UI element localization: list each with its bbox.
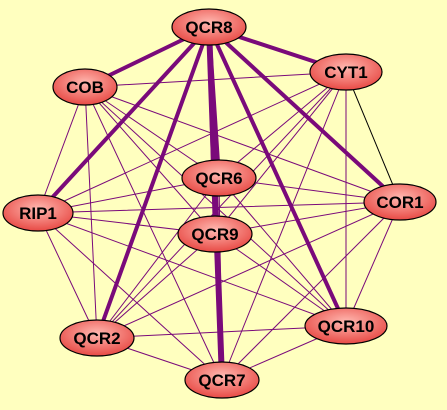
node-qcr8[interactable]: QCR8 (171, 8, 247, 46)
node-label: QCR10 (318, 317, 375, 336)
edge-qcr8-rip1 (36, 25, 211, 215)
node-ellipse (184, 361, 260, 399)
node-label: RIP1 (19, 204, 57, 223)
node-ellipse (304, 307, 388, 345)
edge-rip1-cor1 (37, 201, 401, 214)
edge-qcr9-qcr7 (214, 233, 223, 381)
edge-cob-qcr10 (84, 86, 347, 327)
edge-rip1-qcr7 (37, 212, 223, 381)
node-label: CYT1 (324, 63, 367, 82)
node-label: QCR9 (191, 225, 238, 244)
edge-qcr8-qcr2 (95, 25, 211, 340)
node-ellipse (177, 215, 253, 253)
node-qcr6[interactable]: QCR6 (181, 159, 257, 197)
edge-cor1-qcr7 (221, 201, 401, 381)
node-ellipse (181, 159, 257, 197)
edge-cyt1-qcr2 (96, 71, 347, 339)
node-cyt1[interactable]: CYT1 (309, 53, 383, 91)
node-label: COR1 (376, 193, 423, 212)
edge-qcr2-qcr10 (96, 325, 347, 339)
node-ellipse (59, 319, 135, 357)
edge-qcr8-qcr7 (206, 24, 225, 383)
node-qcr7[interactable]: QCR7 (184, 361, 260, 399)
edge-cob-rip1 (37, 86, 86, 214)
edge-cob-cor1 (84, 86, 401, 203)
node-ellipse (2, 194, 74, 232)
node-label: QCR8 (185, 18, 232, 37)
node-qcr2[interactable]: QCR2 (59, 319, 135, 357)
node-ellipse (52, 68, 118, 106)
edge-cor1-qcr2 (96, 201, 401, 339)
node-ellipse (171, 8, 247, 46)
edge-cob-cyt1 (84, 71, 347, 88)
node-cor1[interactable]: COR1 (363, 183, 437, 221)
edge-qcr9-qcr2 (96, 233, 216, 339)
edge-cob-qcr7 (84, 86, 223, 381)
edge-qcr8-qcr10 (207, 25, 348, 328)
edge-cob-qcr9 (84, 86, 216, 235)
edge-rip1-qcr2 (37, 212, 98, 339)
edge-cyt1-qcr7 (221, 71, 347, 381)
edge-cyt1-rip1 (37, 71, 347, 214)
node-ellipse (363, 183, 437, 221)
edge-cor1-qcr10 (345, 201, 401, 327)
edge-qcr6-qcr10 (218, 177, 347, 327)
node-cob[interactable]: COB (52, 68, 118, 106)
edge-cob-qcr6 (84, 86, 220, 179)
node-rip1[interactable]: RIP1 (2, 194, 74, 232)
edge-cyt1-qcr6 (218, 71, 347, 179)
node-qcr9[interactable]: QCR9 (177, 215, 253, 253)
node-ellipse (309, 53, 383, 91)
edge-qcr8-cor1 (207, 25, 402, 204)
node-label: COB (66, 78, 104, 97)
edge-cob-qcr2 (84, 86, 98, 339)
edge-qcr6-qcr2 (96, 177, 220, 339)
node-label: QCR7 (198, 371, 245, 390)
node-label: QCR2 (73, 329, 120, 348)
edge-cyt1-cor1 (345, 71, 401, 203)
node-qcr10[interactable]: QCR10 (304, 307, 388, 345)
edge-qcr6-qcr7 (218, 177, 223, 381)
node-label: QCR6 (195, 169, 242, 188)
